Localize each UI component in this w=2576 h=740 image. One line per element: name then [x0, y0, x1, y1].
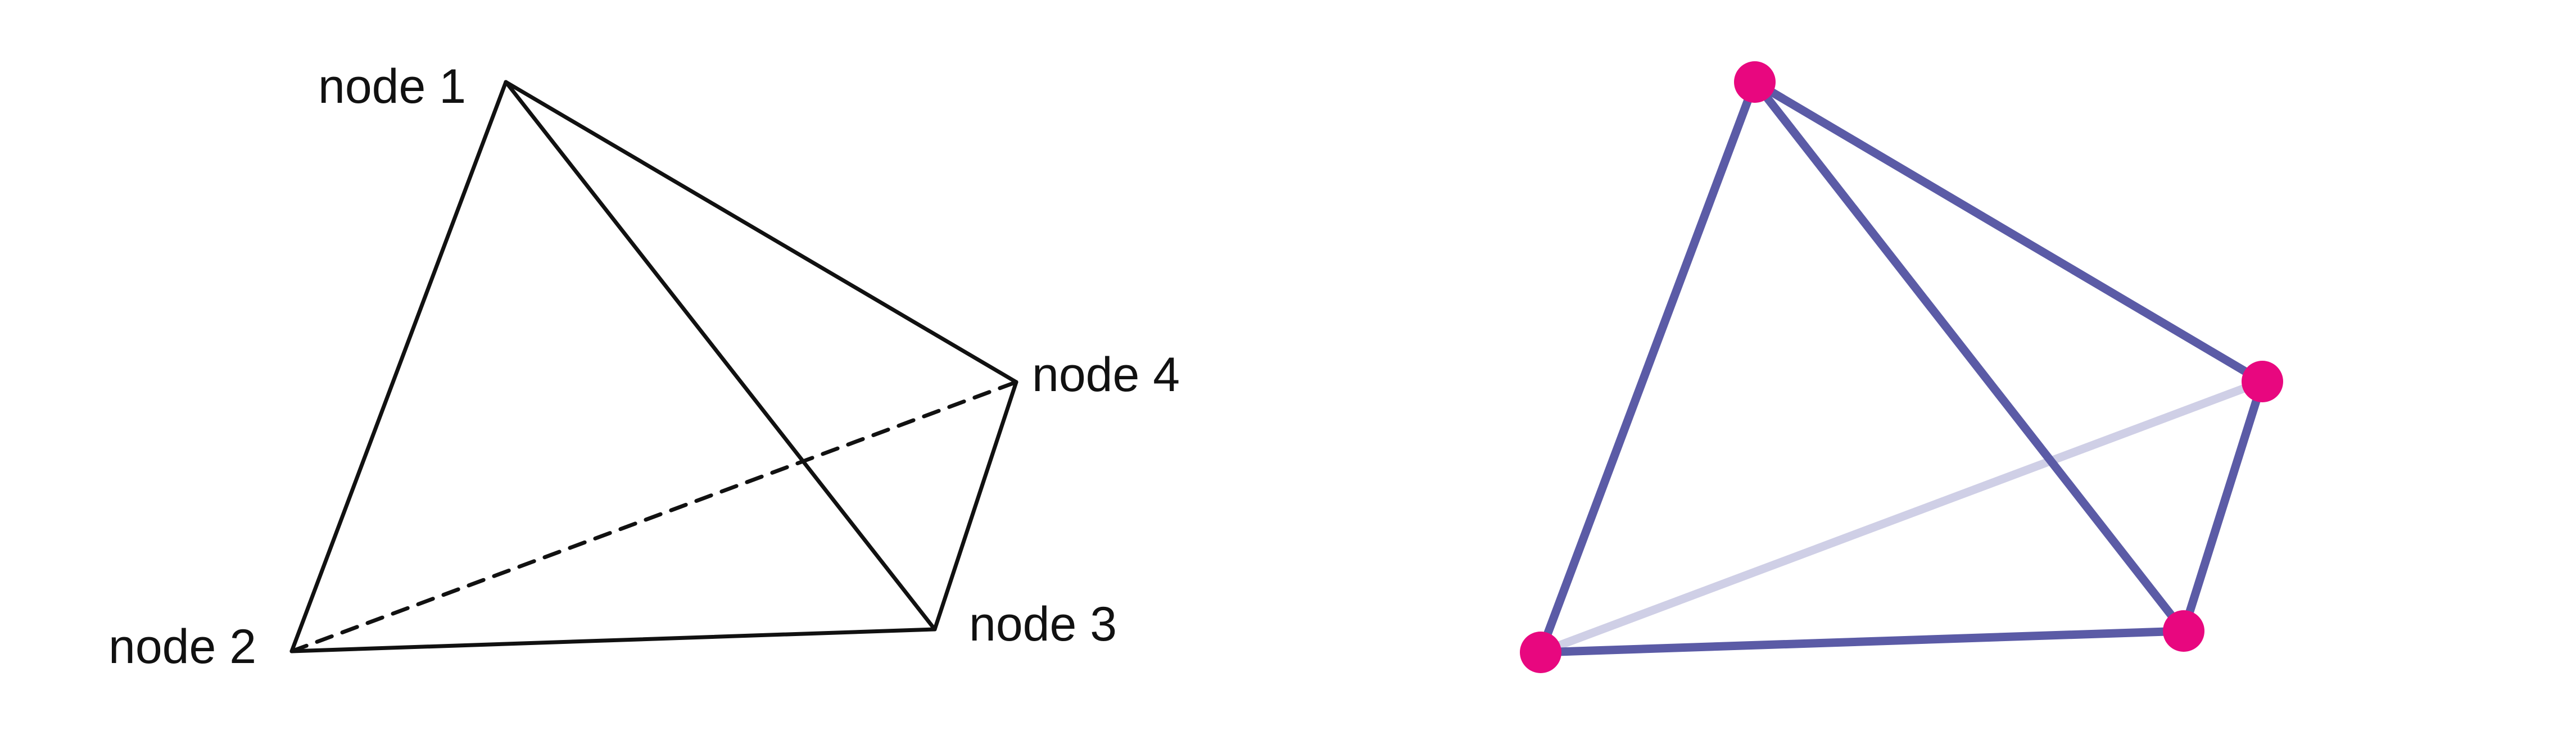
edge-2-3 [289, 627, 937, 653]
node-1-dot [1734, 61, 1776, 103]
edge-2-4-hidden [289, 380, 1018, 653]
node-3-dot [2163, 610, 2204, 652]
node-2-dot [1520, 632, 1561, 673]
node-1-label: node 1 [318, 60, 466, 114]
edge-1-4 [504, 80, 1018, 384]
edge-front-1-2 [1536, 78, 1759, 657]
node-3-label: node 3 [969, 597, 1117, 651]
node-labels: node 1 node 2 node 3 node 4 [108, 60, 1180, 674]
wireframe-tetrahedron [289, 80, 1018, 653]
edge-front-1-3 [1750, 78, 2188, 635]
node-4-dot [2242, 361, 2283, 402]
edge-front-2-3 [1536, 626, 2188, 657]
node-2-label: node 2 [108, 620, 256, 674]
node-dots [1520, 61, 2283, 673]
edge-front-3-4 [2179, 377, 2267, 635]
edge-front-1-4 [1750, 78, 2267, 386]
edge-back-2-4 [1536, 377, 2267, 657]
edge-1-3 [504, 80, 937, 632]
edge-1-2 [289, 80, 508, 653]
node-4-label: node 4 [1032, 348, 1180, 402]
edge-3-4 [932, 380, 1018, 632]
colored-tetrahedron [1536, 78, 2267, 657]
